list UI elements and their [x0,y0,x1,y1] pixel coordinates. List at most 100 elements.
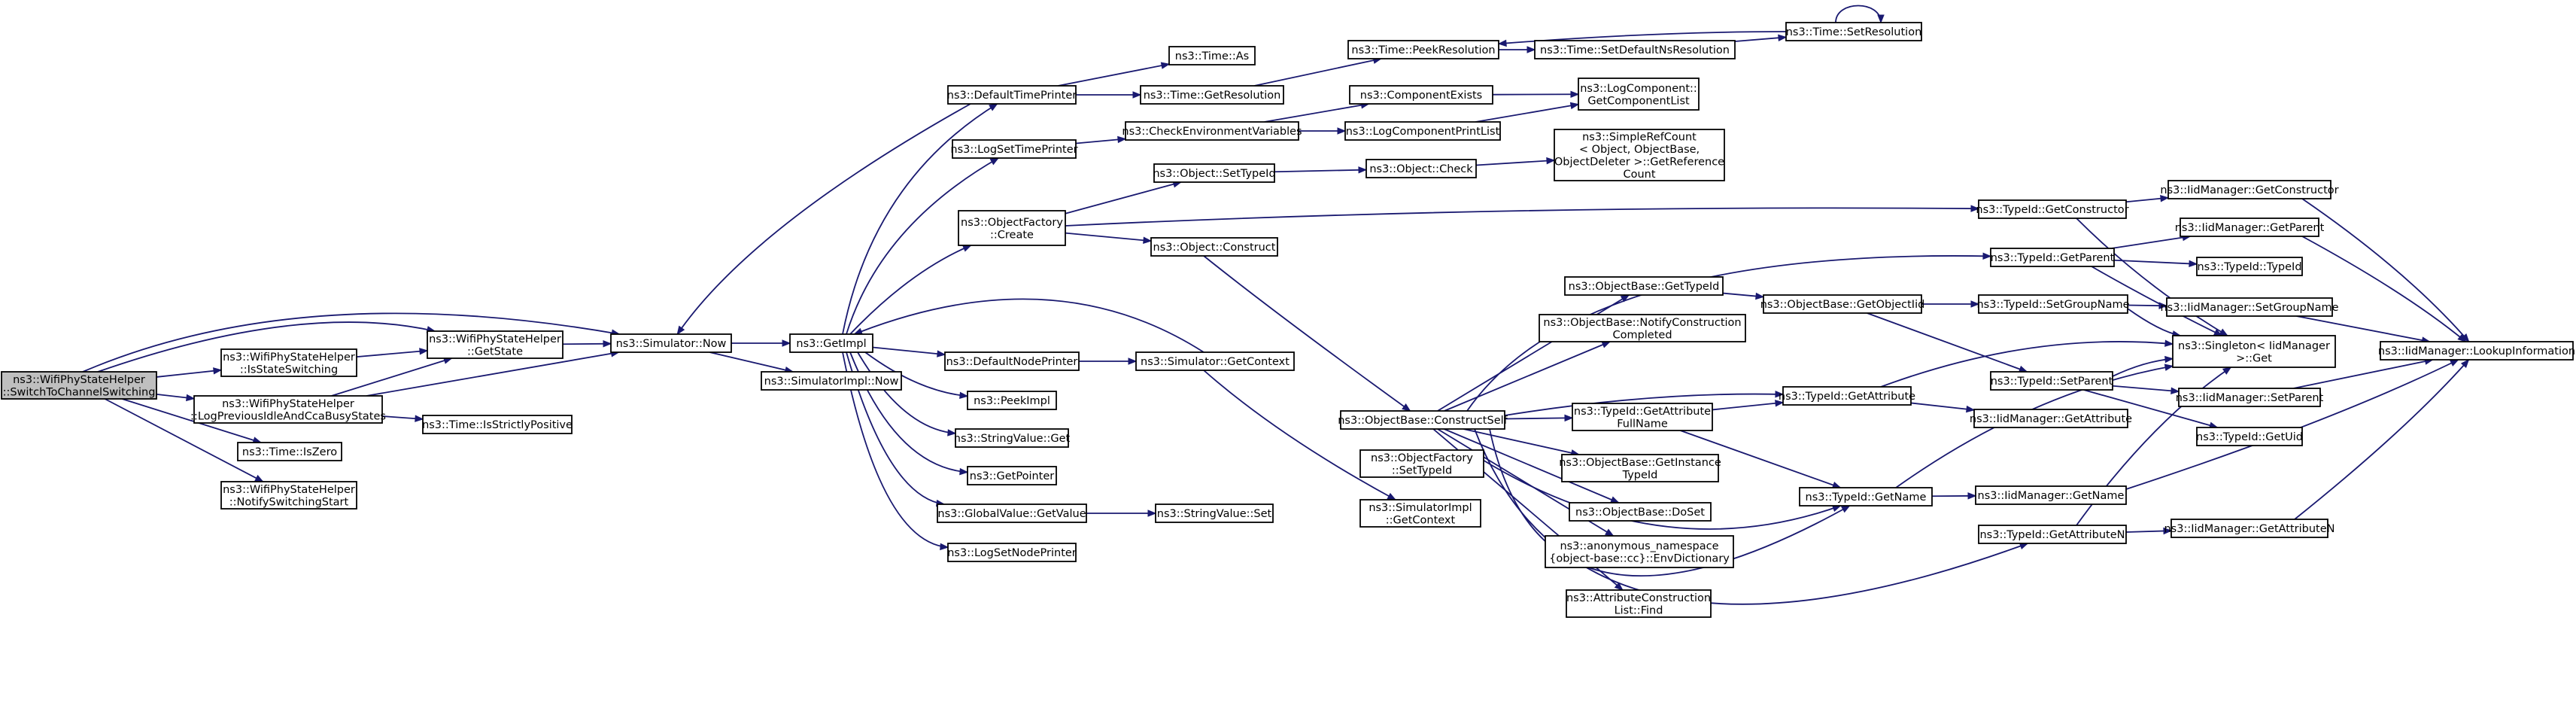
node-label: ns3::LogSetNodePrinter [947,547,1077,559]
node-label: ns3::LogComponent:: [1580,83,1697,95]
arrowhead-icon [1967,492,1977,500]
edge-line [2293,359,2433,389]
node-dnp[interactable]: ns3::DefaultNodePrinter [944,351,1080,371]
node-simgetctx[interactable]: ns3::Simulator::GetContext [1135,351,1295,371]
node-tidsetgroup[interactable]: ns3::TypeId::SetGroupName [1976,294,2130,314]
node-tidgetname[interactable]: ns3::TypeId::GetName [1799,487,1933,507]
node-ofsettid[interactable]: ns3::ObjectFactory::SetTypeId [1359,449,1484,478]
node-tidgetctor[interactable]: ns3::TypeId::GetConstructor [1976,199,2129,219]
arrowhead-icon [676,325,685,336]
node-compexists[interactable]: ns3::ComponentExists [1349,85,1493,105]
node-constructself[interactable]: ns3::ObjectBase::ConstructSelf [1338,410,1508,430]
node-singleton[interactable]: ns3::Singleton< IidManager>::Get [2172,335,2336,368]
node-iidsetparent[interactable]: ns3::IidManager::SetParent [2176,388,2324,407]
node-setdefres[interactable]: ns3::Time::SetDefaultNsResolution [1534,40,1736,59]
node-tidgetuid[interactable]: ns3::TypeId::GetUid [2196,427,2303,446]
node-tidgetparent[interactable]: ns3::TypeId::GetParent [1990,248,2115,267]
node-notify[interactable]: ns3::WifiPhyStateHelper::NotifySwitching… [220,481,357,510]
node-label: ns3::ComponentExists [1360,90,1483,102]
node-lsnp[interactable]: ns3::LogSetNodePrinter [947,543,1077,562]
node-obgettid[interactable]: ns3::ObjectBase::GetTypeId [1564,276,1724,296]
node-iidlookup[interactable]: ns3::IidManager::LookupInformation [2378,341,2575,361]
node-peekres[interactable]: ns3::Time::PeekResolution [1347,40,1499,59]
node-obgetoid[interactable]: ns3::ObjectBase::GetObjectIid [1760,294,1925,314]
node-objconstruct[interactable]: ns3::Object::Construct [1150,237,1278,257]
node-peekimpl[interactable]: ns3::PeekImpl [967,391,1057,410]
node-refcount[interactable]: ns3::SimpleRefCount< Object, ObjectBase,… [1554,129,1725,181]
node-iidgetname[interactable]: ns3::IidManager::GetName [1975,485,2127,505]
node-tidgetattrn[interactable]: ns3::TypeId::GetAttributeN [1978,525,2127,544]
edge-setres-to-setres [1835,5,1885,24]
node-timeas[interactable]: ns3::Time::As [1168,46,1256,65]
edge-line [2301,198,2470,342]
node-logset[interactable]: ns3::LogSetTimePrinter [950,139,1078,159]
node-box [2196,427,2303,446]
edge-getimpl-to-logset [846,157,1000,335]
node-gvget[interactable]: ns3::GlobalValue::GetValue [937,504,1087,523]
arrowhead-icon [415,415,424,422]
edge-obgettid-to-obgetoid [1722,292,1765,300]
node-svget[interactable]: ns3::StringValue::Get [954,428,1071,448]
node-iidgetattrn[interactable]: ns3::IidManager::GetAttributeN [2164,519,2335,538]
node-ispos[interactable]: ns3::Time::IsStrictlyPositive [422,415,573,434]
node-timegetres[interactable]: ns3::Time::GetResolution [1140,85,1284,105]
node-iidgetparent[interactable]: ns3::IidManager::GetParent [2175,218,2325,237]
node-logprev[interactable]: ns3::WifiPhyStateHelper::LogPreviousIdle… [190,395,386,424]
node-box [1125,121,1299,141]
node-iidsetgroup[interactable]: ns3::IidManager::SetGroupName [2160,297,2339,317]
node-label: ns3::Time::GetResolution [1144,90,1281,102]
edge-getimpl-to-dnp [872,346,946,357]
node-box [1359,499,1481,528]
edge-dnp-to-simgetctx [1079,357,1138,365]
node-label: ::NotifySwitchingStart [229,496,349,508]
arrowhead-icon [937,350,946,357]
node-simimplctx[interactable]: ns3::SimulatorImpl::GetContext [1359,499,1481,528]
arrowhead-icon [2164,339,2174,347]
node-iidgetattr[interactable]: ns3::IidManager::GetAttribute [1970,409,2132,428]
node-objcheck[interactable]: ns3::Object::Check [1365,159,1477,178]
node-label: ns3::Time::As [1175,50,1249,62]
edge-line [1680,430,1841,488]
node-getptr[interactable]: ns3::GetPointer [967,466,1057,485]
node-tidgetattr[interactable]: ns3::TypeId::GetAttribute [1779,386,1915,406]
edge-line [1058,63,1170,87]
node-label: ns3::Time::SetResolution [1786,26,1922,38]
node-tidtypeid[interactable]: ns3::TypeId::TypeId [2196,257,2303,276]
node-switch[interactable]: ns3::WifiPhyStateHelper::SwitchToChannel… [1,371,157,400]
node-envdict[interactable]: ns3::anonymous_namespace{object-base::cc… [1545,535,1734,568]
node-getstate[interactable]: ns3::WifiPhyStateHelper::GetState [427,330,564,359]
node-dtp[interactable]: ns3::DefaultTimePrinter [947,85,1077,105]
node-tidsetparent[interactable]: ns3::TypeId::SetParent [1990,371,2113,391]
node-logcomp[interactable]: ns3::LogComponent::GetComponentList [1578,78,1700,111]
node-logcpl[interactable]: ns3::LogComponentPrintList [1344,121,1501,141]
node-simimplnow[interactable]: ns3::SimulatorImpl::Now [761,371,902,391]
edge-line [1065,232,1152,242]
arrowhead-icon [1128,357,1138,365]
edge-line [1712,401,1784,411]
node-box [1978,525,2127,544]
node-checkenv[interactable]: ns3::CheckEnvironmentVariables [1122,121,1302,141]
node-obdoset[interactable]: ns3::ObjectBase::DoSet [1569,502,1712,522]
node-isstate[interactable]: ns3::WifiPhyStateHelper::IsStateSwitchin… [220,348,357,377]
node-getimpl[interactable]: ns3::GetImpl [789,333,873,353]
node-iidgetctor[interactable]: ns3::IidManager::GetConstructor [2160,180,2339,199]
edge-switch-to-notify [104,398,264,482]
node-label: ns3::ObjectBase::GetTypeId [1569,281,1720,293]
node-ofcreate[interactable]: ns3::ObjectFactory::Create [958,210,1066,246]
node-iszero[interactable]: ns3::Time::IsZero [237,442,342,461]
node-obnotify[interactable]: ns3::ObjectBase::NotifyConstructionCompl… [1539,314,1746,342]
node-label: ns3::Time::PeekResolution [1351,44,1495,56]
arrowhead-icon [2189,260,2198,268]
node-now[interactable]: ns3::Simulator::Now [610,333,732,353]
node-svset[interactable]: ns3::StringValue::Set [1155,504,1274,523]
node-box [1539,314,1746,342]
edge-peekres-to-setdefres [1499,46,1536,53]
node-label: FullName [1617,418,1668,430]
node-setres[interactable]: ns3::Time::SetResolution [1785,22,1922,41]
node-objsettid[interactable]: ns3::Object::SetTypeId [1153,163,1276,183]
edge-line [872,346,946,355]
arrowhead-icon [1570,90,1580,99]
